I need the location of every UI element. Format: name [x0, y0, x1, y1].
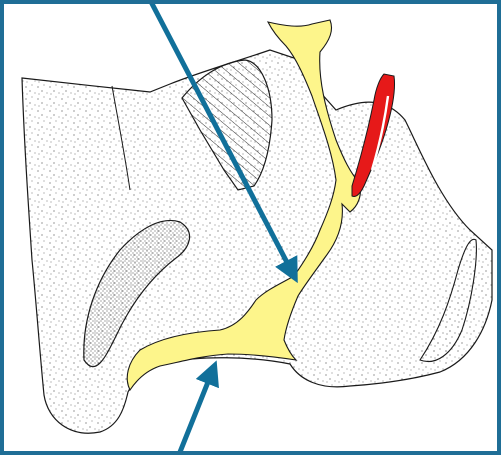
anatomy-diagram [0, 0, 501, 455]
diagram-canvas [0, 0, 501, 455]
